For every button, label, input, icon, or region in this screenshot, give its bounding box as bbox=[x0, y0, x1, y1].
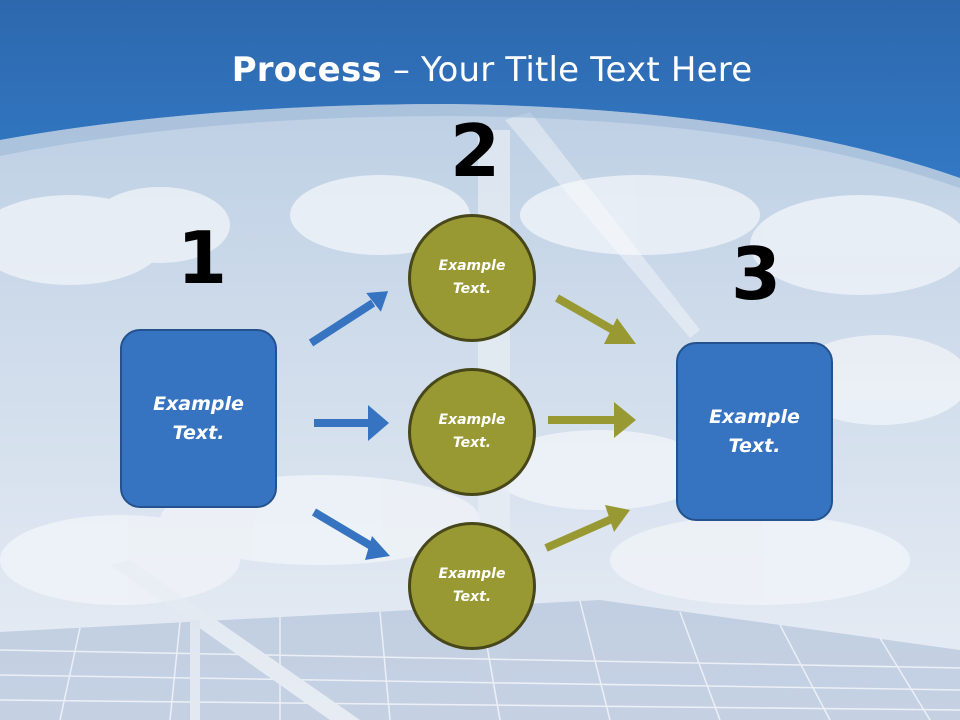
step-2-circle-3-text: Example Text. bbox=[438, 566, 506, 605]
step-3-box: Example Text. bbox=[676, 342, 833, 521]
slide-title: Process – Your Title Text Here bbox=[0, 50, 960, 90]
step-2-number: 2 bbox=[450, 109, 501, 193]
arrow-2a-to-3 bbox=[555, 294, 622, 338]
step-1-text: Example Text. bbox=[153, 392, 244, 444]
step-2-circle-2: Example Text. bbox=[408, 368, 536, 496]
header-band bbox=[0, 0, 960, 178]
header-swoosh bbox=[0, 104, 960, 188]
arrow-1-to-2c bbox=[311, 508, 381, 554]
step-3-text: Example Text. bbox=[709, 405, 800, 457]
step-2-circle-1-text: Example Text. bbox=[438, 258, 506, 297]
step-1-box: Example Text. bbox=[120, 329, 277, 508]
arrow-2c-to-3 bbox=[544, 514, 616, 552]
arrow-1-to-2a bbox=[308, 299, 376, 347]
step-2-circle-1: Example Text. bbox=[408, 214, 536, 342]
arrows bbox=[308, 291, 636, 560]
step-2-circle-2-text: Example Text. bbox=[438, 412, 506, 451]
solar-panels bbox=[0, 560, 960, 720]
step-2-circle-3: Example Text. bbox=[408, 522, 536, 650]
step-1-number: 1 bbox=[177, 216, 228, 300]
title-rest: – Your Title Text Here bbox=[381, 50, 753, 90]
title-bold: Process bbox=[231, 50, 382, 90]
step-3-number: 3 bbox=[731, 232, 782, 316]
